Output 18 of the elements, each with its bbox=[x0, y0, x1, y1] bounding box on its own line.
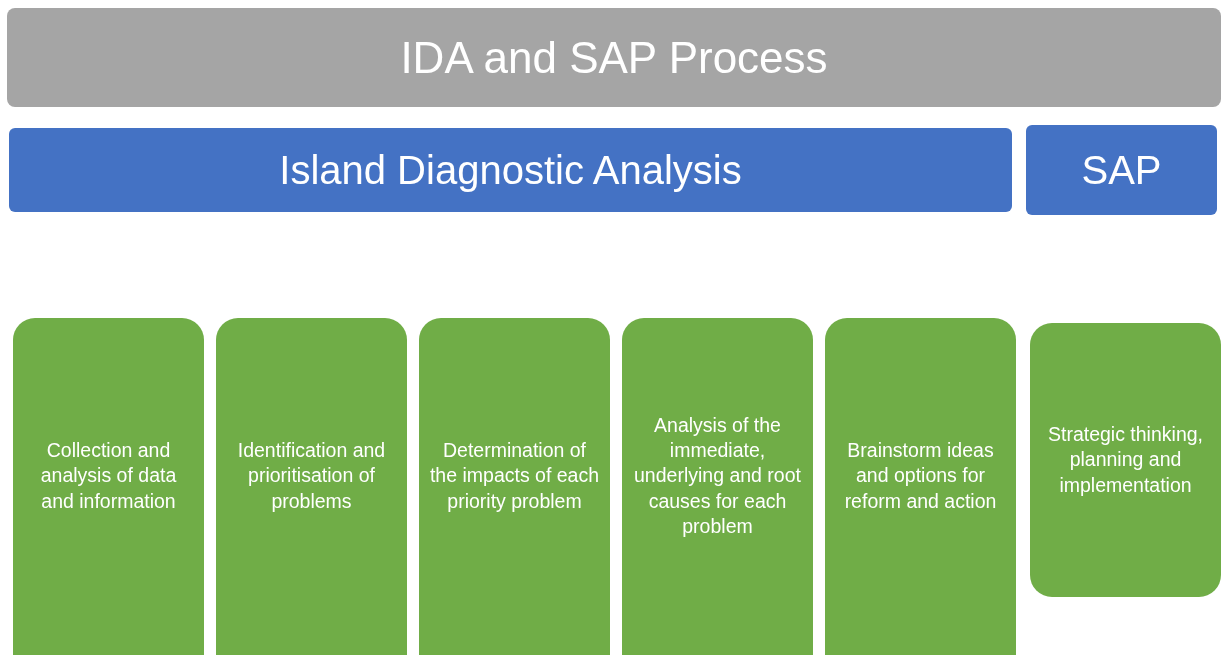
box-label: Island Diagnostic Analysis bbox=[279, 147, 742, 194]
title-banner bbox=[7, 8, 1221, 107]
step-box bbox=[419, 318, 610, 655]
phase-bar bbox=[1026, 125, 1217, 215]
step-box bbox=[216, 318, 407, 655]
box-label: IDA and SAP Process bbox=[400, 31, 828, 84]
box-label: Strategic thinking, planning and implementation bbox=[1047, 422, 1204, 498]
box-label: Determination of the impacts of each priority problem bbox=[429, 438, 600, 514]
step-box bbox=[13, 318, 204, 655]
box-label: Analysis of the immediate, underlying and root causes for each problem bbox=[633, 412, 802, 539]
step-box bbox=[622, 318, 813, 655]
step-box bbox=[825, 318, 1016, 655]
step-box bbox=[1030, 323, 1221, 597]
box-label: Identification and prioritisation of problems bbox=[236, 438, 387, 514]
phase-bar bbox=[9, 128, 1012, 212]
box-label: SAP bbox=[1081, 147, 1162, 194]
box-label: Brainstorm ideas and options for reform and action bbox=[843, 438, 998, 514]
box-label: Collection and analysis of data and information bbox=[39, 438, 178, 514]
